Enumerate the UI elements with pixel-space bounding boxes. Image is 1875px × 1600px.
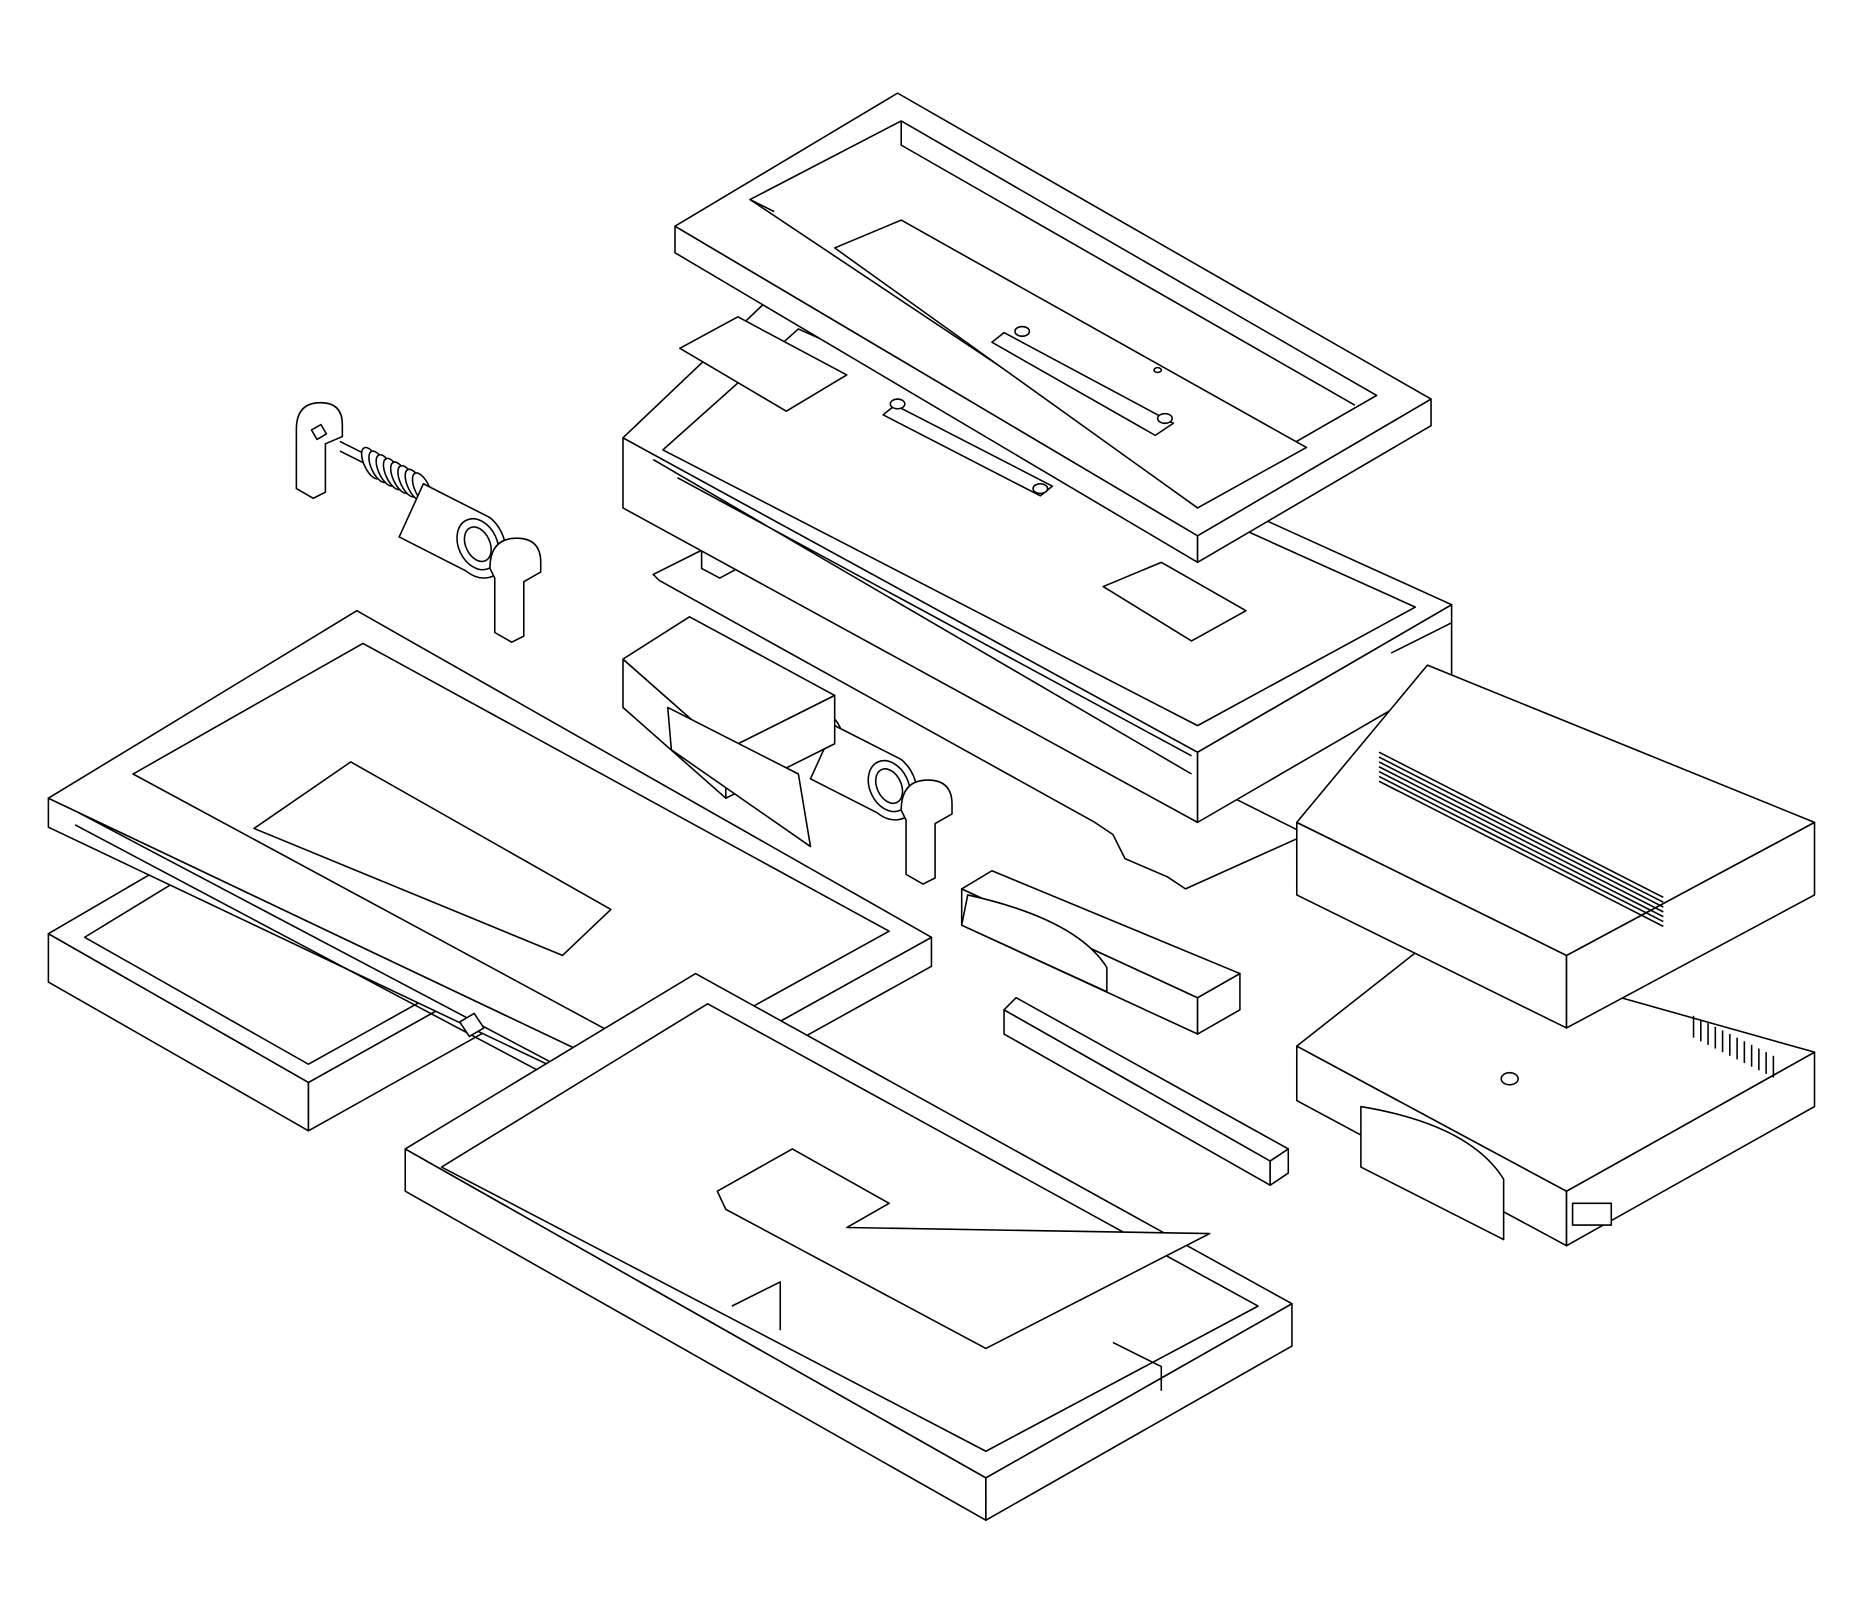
side-rail [1003, 996, 1290, 1186]
inner-frame-ledge [716, 1148, 1211, 1350]
screw-boss [1500, 1071, 1519, 1086]
stripe-line [1378, 766, 1664, 913]
lever-right [489, 537, 542, 643]
side-face-left [1003, 1009, 1271, 1186]
latch-plate [960, 894, 1108, 993]
stripe-line [1378, 770, 1664, 918]
hinge-assembly-upper-left [295, 401, 542, 643]
lever-right [900, 779, 953, 885]
bracket-plate [666, 706, 812, 848]
latch-bracket [960, 869, 1241, 1035]
top-face [1295, 942, 1816, 1193]
square-tab [458, 1012, 485, 1038]
plate-outline [652, 549, 1308, 890]
connector-slot [991, 331, 1175, 437]
top-face [1295, 664, 1816, 957]
screw-boss [889, 398, 906, 410]
base-enclosure [404, 972, 1293, 1521]
corner-posts [731, 1281, 1163, 1391]
large-left-frame [47, 609, 933, 1120]
middle-tray [622, 295, 1453, 824]
connector-bar [882, 398, 1054, 497]
screw-boss [1014, 325, 1031, 337]
top-face [960, 869, 1241, 999]
stripe-line [1378, 775, 1664, 923]
eject-lever [1360, 1105, 1505, 1241]
notched-plate [652, 549, 1308, 890]
stripe-line [1378, 756, 1664, 903]
hinge-bracket [622, 615, 836, 848]
hinge-slot-right [1102, 561, 1247, 642]
top-frame-lid [674, 92, 1432, 564]
screw-hole [1153, 366, 1163, 374]
inner-step [749, 120, 1356, 406]
thread [463, 526, 492, 563]
groove-lines [652, 458, 1452, 775]
square-hole [310, 423, 328, 441]
screw-boss [1156, 412, 1173, 425]
drive-caddy [1295, 942, 1816, 1247]
screw-boss [1032, 482, 1049, 495]
top-face [1003, 996, 1290, 1162]
thread [874, 768, 904, 805]
floppy-drive [1295, 664, 1816, 1029]
connector-bar-body [882, 404, 1054, 497]
opening [833, 219, 1308, 509]
stripe-line [1378, 751, 1664, 899]
opening [253, 761, 612, 957]
stripe-line [1378, 761, 1664, 908]
port-opening [1571, 1202, 1613, 1226]
stripe-line [1378, 780, 1664, 928]
hinge-slot-left [679, 316, 848, 412]
lever-left [295, 401, 344, 500]
